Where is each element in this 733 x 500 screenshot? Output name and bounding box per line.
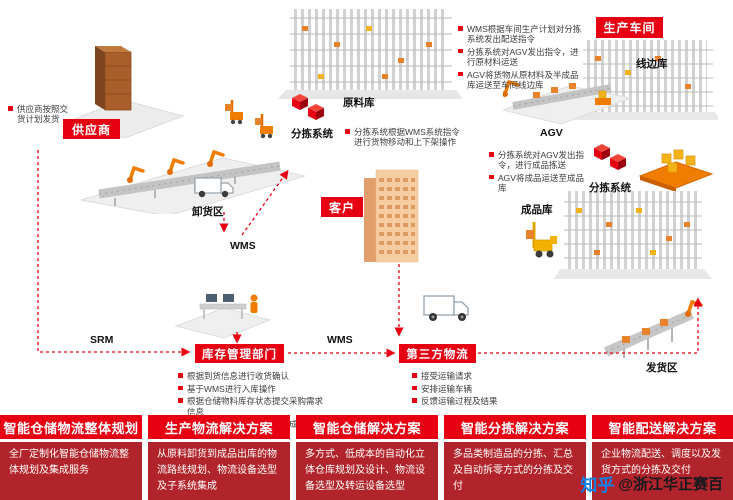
- note-text: 根据到货信息进行收货确认: [187, 371, 290, 381]
- robot-arm-icon: [685, 299, 703, 317]
- note-text: 分拣系统根据WMS系统指令进行货物移动和上下架操作: [354, 127, 460, 148]
- robot-arm-icon: [167, 157, 185, 175]
- bullet-icon: [412, 398, 417, 403]
- robot-arm-icon: [207, 149, 225, 167]
- agv-icon: [595, 90, 611, 105]
- list-item: 分拣系统对AGV发出指令，进行原材料运送: [458, 47, 586, 67]
- label-agv: AGV: [540, 127, 563, 139]
- note-text: 安排运输车辆: [421, 383, 473, 394]
- solution-body-overall-planning: 全厂定制化智能仓储物流整体规划及集成服务: [0, 442, 142, 500]
- list-item: 安排运输车辆: [412, 384, 522, 394]
- note-text: 分拣系统对AGV发出指令，进行成品拣送: [498, 150, 584, 171]
- forklift-icon: [225, 100, 243, 125]
- label-sorting-system-top: 分拣系统: [291, 128, 333, 140]
- solution-body-production-logistics: 从原料卸货到成品出库的物流路线规划、物流设备选型及子系统集成: [148, 442, 290, 500]
- unloading-conveyor-illustration: [80, 149, 306, 214]
- label-shipping-area: 发货区: [646, 362, 678, 374]
- solution-title-smart-sorting: 智能分拣解决方案: [444, 415, 586, 439]
- list-item: 根据到货信息进行收货确认: [178, 371, 330, 381]
- list-item: 供应商按照交货计划发货: [8, 104, 72, 124]
- note-third-party-logistics: 接受运输请求 安排运输车辆 反馈运输过程及结果: [412, 371, 522, 409]
- goods-boxes: [576, 208, 690, 255]
- bullet-icon: [458, 48, 463, 54]
- label-srm: SRM: [90, 334, 114, 346]
- agv-cart-illustration: [638, 149, 714, 192]
- watermark-handle: @浙江华正赛百: [618, 476, 723, 493]
- note-sorting-center: 分拣系统根据WMS系统指令进行货物移动和上下架操作: [345, 127, 467, 150]
- entity-customer: 客户: [321, 197, 363, 217]
- cargo-stack-icon: [95, 46, 132, 111]
- forklift-icon: [255, 114, 273, 139]
- list-item: 根据仓储物料库存状态提交采购需求信息: [178, 396, 330, 417]
- note-supplier: 供应商按照交货计划发货: [8, 104, 72, 127]
- truck-icon: [423, 295, 469, 321]
- solution-title-production-logistics: 生产物流解决方案: [148, 415, 290, 439]
- list-item: 基于WMS进行入库操作: [178, 384, 330, 394]
- note-text: AGV将货物从原材料及半成品库运送至车间线边库: [467, 69, 579, 90]
- forklift-agv-illustration: [225, 100, 273, 139]
- note-workshop: WMS根据车间生产计划对分拣系统发出配送指令 分拣系统对AGV发出指令，进行原材…: [458, 24, 586, 93]
- sorting-cubes-icon: [292, 94, 324, 120]
- note-finished-goods: 分拣系统对AGV发出指令，进行成品拣送 AGV将成品运送至成品库: [489, 150, 589, 196]
- note-text: 分拣系统对AGV发出指令，进行原材料运送: [467, 46, 579, 68]
- bullet-icon: [458, 71, 463, 77]
- label-wms-center: WMS: [230, 240, 256, 252]
- solution-body-smart-delivery: 企业物流配送、调度以及发货方式的分拣及交付: [592, 442, 733, 500]
- note-text: 基于WMS进行入库操作: [187, 383, 276, 394]
- list-item: AGV将货物从原材料及半成品库运送至车间线边库: [458, 70, 586, 90]
- goods-boxes: [661, 149, 696, 173]
- entity-inventory-dept: 库存管理部门: [195, 344, 284, 363]
- bullet-icon: [412, 385, 417, 391]
- bullet-icon: [489, 174, 494, 180]
- finished-goods-rack-illustration: [554, 191, 712, 279]
- note-text: AGV将成品运送至成品库: [498, 172, 584, 194]
- bullet-icon: [8, 106, 13, 111]
- label-raw-material-store: 原料库: [343, 97, 375, 109]
- solution-body-smart-warehousing: 多方式、低成本的自动化立体仓库规划及设计、物流设备选型及转运设备选型: [296, 442, 438, 500]
- zhihu-logo: 知乎: [580, 476, 615, 495]
- watermark: 知乎 @浙江华正赛百: [580, 471, 723, 496]
- sorting-cubes-icon: [594, 144, 626, 170]
- bullet-icon: [345, 129, 350, 134]
- label-wms-bottom: WMS: [327, 334, 353, 346]
- raw-material-rack-illustration: [278, 9, 463, 99]
- bullet-icon: [178, 398, 183, 403]
- entity-third-party-logistics: 第三方物流: [399, 344, 476, 363]
- solution-body-smart-sorting: 多品类制造品的分拣、汇总及自动拆零方式的分拣及交付: [444, 442, 586, 500]
- note-text: 反馈运输过程及结果: [421, 396, 498, 407]
- label-sorting-system-right: 分拣系统: [589, 182, 631, 194]
- list-item: WMS根据车间生产计划对分拣系统发出配送指令: [458, 24, 586, 44]
- bullet-icon: [178, 373, 183, 378]
- goods-boxes: [302, 26, 432, 79]
- list-item: 分拣系统根据WMS系统指令进行货物移动和上下架操作: [345, 127, 467, 147]
- bullet-icon: [489, 152, 494, 157]
- bullet-icon: [178, 385, 183, 391]
- list-item: 接受运输请求: [412, 371, 522, 381]
- bullet-icon: [458, 26, 463, 31]
- label-finished-goods-store: 成品库: [521, 204, 553, 216]
- note-text: 接受运输请求: [421, 371, 473, 381]
- list-item: 分拣系统对AGV发出指令，进行成品拣送: [489, 150, 589, 170]
- entity-production-workshop: 生产车间: [596, 17, 663, 38]
- truck-icon: [194, 177, 234, 198]
- note-text: WMS根据车间生产计划对分拣系统发出配送指令: [467, 24, 582, 45]
- note-text: 根据仓储物料库存状态提交采购需求信息: [187, 396, 324, 417]
- list-item: 反馈运输过程及结果: [412, 396, 522, 406]
- label-line-side-store: 线边库: [636, 58, 668, 70]
- shipping-conveyor-illustration: [603, 299, 703, 358]
- customer-building-illustration: [364, 169, 419, 263]
- solution-title-smart-warehousing: 智能仓储解决方案: [296, 415, 438, 439]
- solution-title-smart-delivery: 智能配送解决方案: [592, 415, 733, 439]
- solution-title-overall-planning: 智能仓储物流整体规划: [0, 415, 142, 439]
- label-unloading-area: 卸货区: [192, 206, 224, 218]
- entity-supplier: 供应商: [63, 119, 120, 139]
- inventory-desk-illustration: [174, 294, 272, 338]
- person-icon: [250, 294, 258, 313]
- robot-arm-icon: [127, 165, 145, 183]
- note-text: 供应商按照交货计划发货: [17, 104, 69, 125]
- bullet-icon: [412, 373, 417, 378]
- forklift-icon: [526, 222, 557, 258]
- list-item: AGV将成品运送至成品库: [489, 173, 589, 193]
